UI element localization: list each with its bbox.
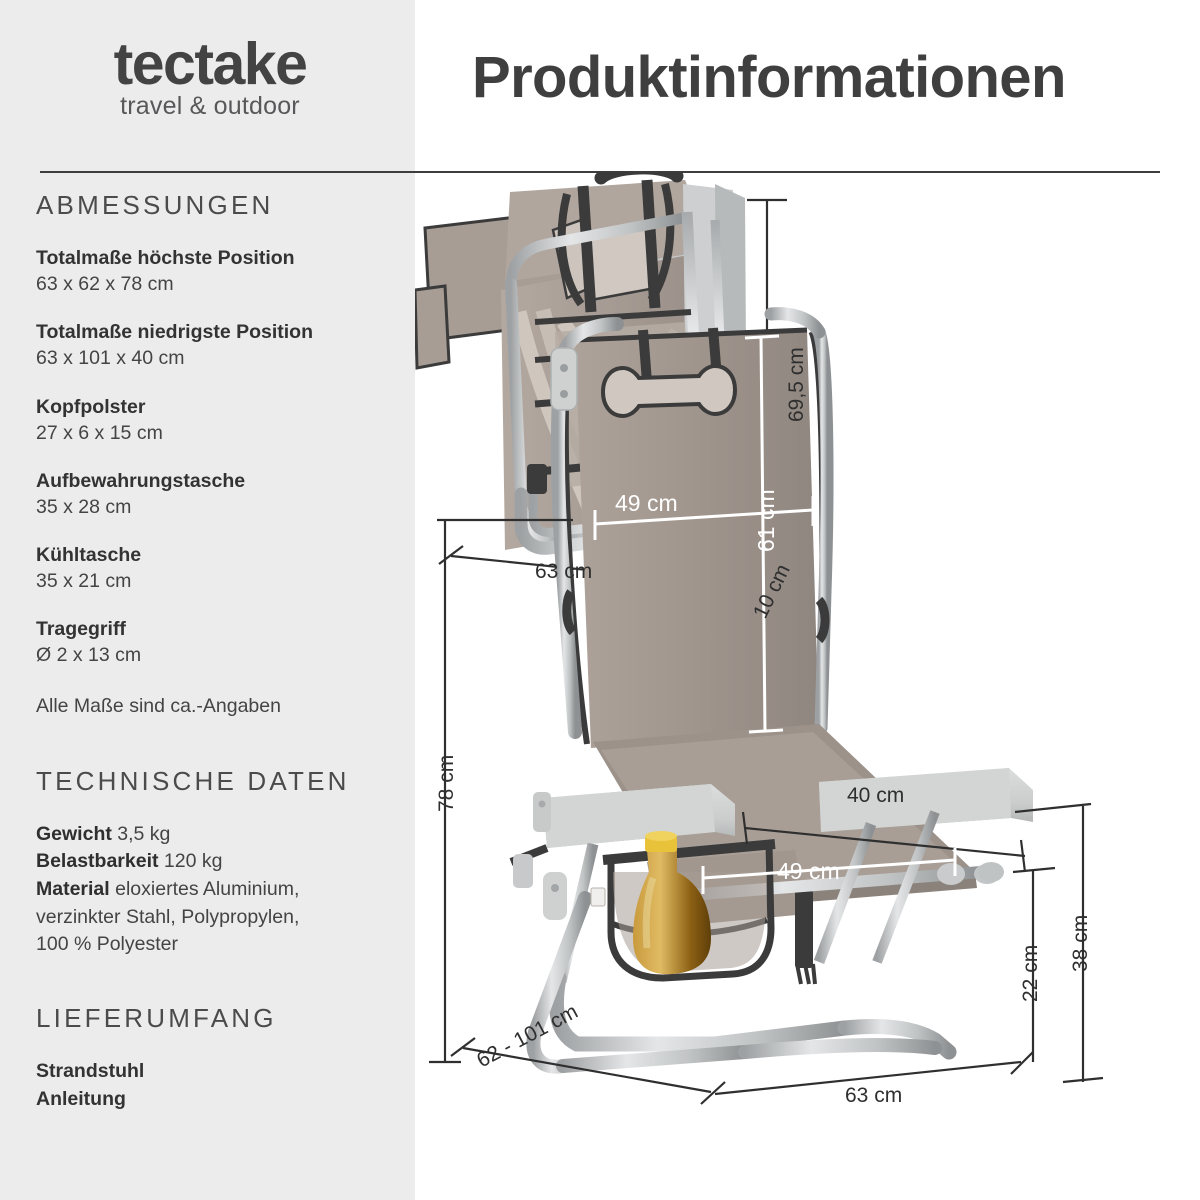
dimension-item: Aufbewahrungstasche 35 x 28 cm: [36, 468, 396, 520]
dimensions-note: Alle Maße sind ca.-Angaben: [36, 694, 281, 717]
dimension-item: Totalmaße niedrigste Position 63 x 101 x…: [36, 319, 396, 371]
dimension-label-base-width: 63 cm: [845, 1084, 903, 1107]
dimension-label-total-height: 78 cm: [435, 754, 458, 812]
spec-label: Material: [36, 877, 110, 900]
dimension-label-seat-height: 22 cm: [1019, 944, 1042, 1002]
dimension-value: 63 x 101 x 40 cm: [36, 347, 185, 370]
scope-list: Strandstuhl Anleitung: [36, 1058, 396, 1113]
spec-material-line3: 100 % Polyester: [36, 933, 178, 956]
spec-material-line2: verzinkter Stahl, Polypropylen,: [36, 905, 300, 928]
spec-row-weight: Gewicht 3,5 kg: [36, 821, 396, 849]
scope-item: Strandstuhl: [36, 1059, 145, 1082]
open-chair-group: [509, 307, 1033, 1074]
scope-heading: LIEFERUMFANG: [36, 1002, 277, 1033]
spec-label: Gewicht: [36, 822, 112, 845]
fabric-dimension-lines: [593, 334, 957, 894]
dimension-label: Tragegriff: [36, 618, 126, 641]
dimension-label-backrest-height: 61 cm: [753, 489, 779, 552]
scope-item: Anleitung: [36, 1087, 126, 1110]
spec-value: 3,5 kg: [117, 822, 171, 845]
dimension-label: Kopfpolster: [36, 395, 146, 418]
dimension-value: 35 x 28 cm: [36, 495, 132, 518]
page-title: Produktinformationen: [472, 45, 1066, 110]
dimension-value: Ø 2 x 13 cm: [36, 644, 142, 667]
spec-value: eloxiertes Aluminium,: [115, 877, 300, 900]
spec-row-material: Material eloxiertes Aluminium,: [36, 876, 396, 904]
dimension-label-seat-depth: 40 cm: [847, 784, 905, 807]
brand-tagline: travel & outdoor: [120, 92, 300, 121]
spec-label: Belastbarkeit: [36, 850, 159, 873]
spec-row-capacity: Belastbarkeit 120 kg: [36, 848, 396, 876]
dimension-value: 63 x 62 x 78 cm: [36, 273, 174, 296]
dimension-label: Totalmaße höchste Position: [36, 247, 295, 269]
dimension-item: Totalmaße höchste Position 63 x 62 x 78 …: [36, 245, 396, 297]
dimensions-heading: ABMESSUNGEN: [36, 190, 274, 220]
product-illustration: 69,5 cm 63 cm 10 cm 78 cm 49 cm 61 cm 40…: [415, 172, 1200, 1200]
open-dimension-lines: [429, 518, 1104, 1105]
sidebar-panel: [0, 0, 415, 1200]
dimension-label: Kühltasche: [36, 544, 142, 566]
dimension-value: 35 x 21 cm: [36, 570, 132, 593]
brand-logo: tectake travel & outdoor: [40, 34, 380, 149]
dimension-value: 27 x 6 x 15 cm: [36, 421, 163, 444]
sidebar-content: ABMESSUNGEN Totalmaße höchste Position 6…: [36, 190, 396, 1113]
technical-heading: TECHNISCHE DATEN: [36, 765, 350, 796]
dimension-label-folded-width: 63 cm: [535, 560, 593, 583]
dimension-label: Totalmaße niedrigste Position: [36, 321, 314, 344]
dimension-item: Tragegriff Ø 2 x 13 cm: [36, 616, 396, 668]
dimension-item: Kopfpolster 27 x 6 x 15 cm: [36, 394, 396, 446]
dimension-label-folded-height: 69,5 cm: [785, 347, 808, 422]
dimension-label: Aufbewahrungstasche: [36, 469, 246, 492]
dimension-item: Kühltasche 35 x 21 cm: [36, 542, 396, 594]
chair-diagram-svg: [415, 172, 1104, 1105]
dimension-label-armrest-height: 38 cm: [1069, 914, 1092, 972]
technical-specs: Gewicht 3,5 kg Belastbarkeit 120 kg Mate…: [36, 821, 396, 959]
spec-value: 120 kg: [163, 850, 223, 873]
brand-name: tectake: [113, 31, 308, 97]
dimension-label-seat-width: 49 cm: [777, 858, 840, 884]
dimension-label-backrest-width: 49 cm: [615, 490, 678, 516]
